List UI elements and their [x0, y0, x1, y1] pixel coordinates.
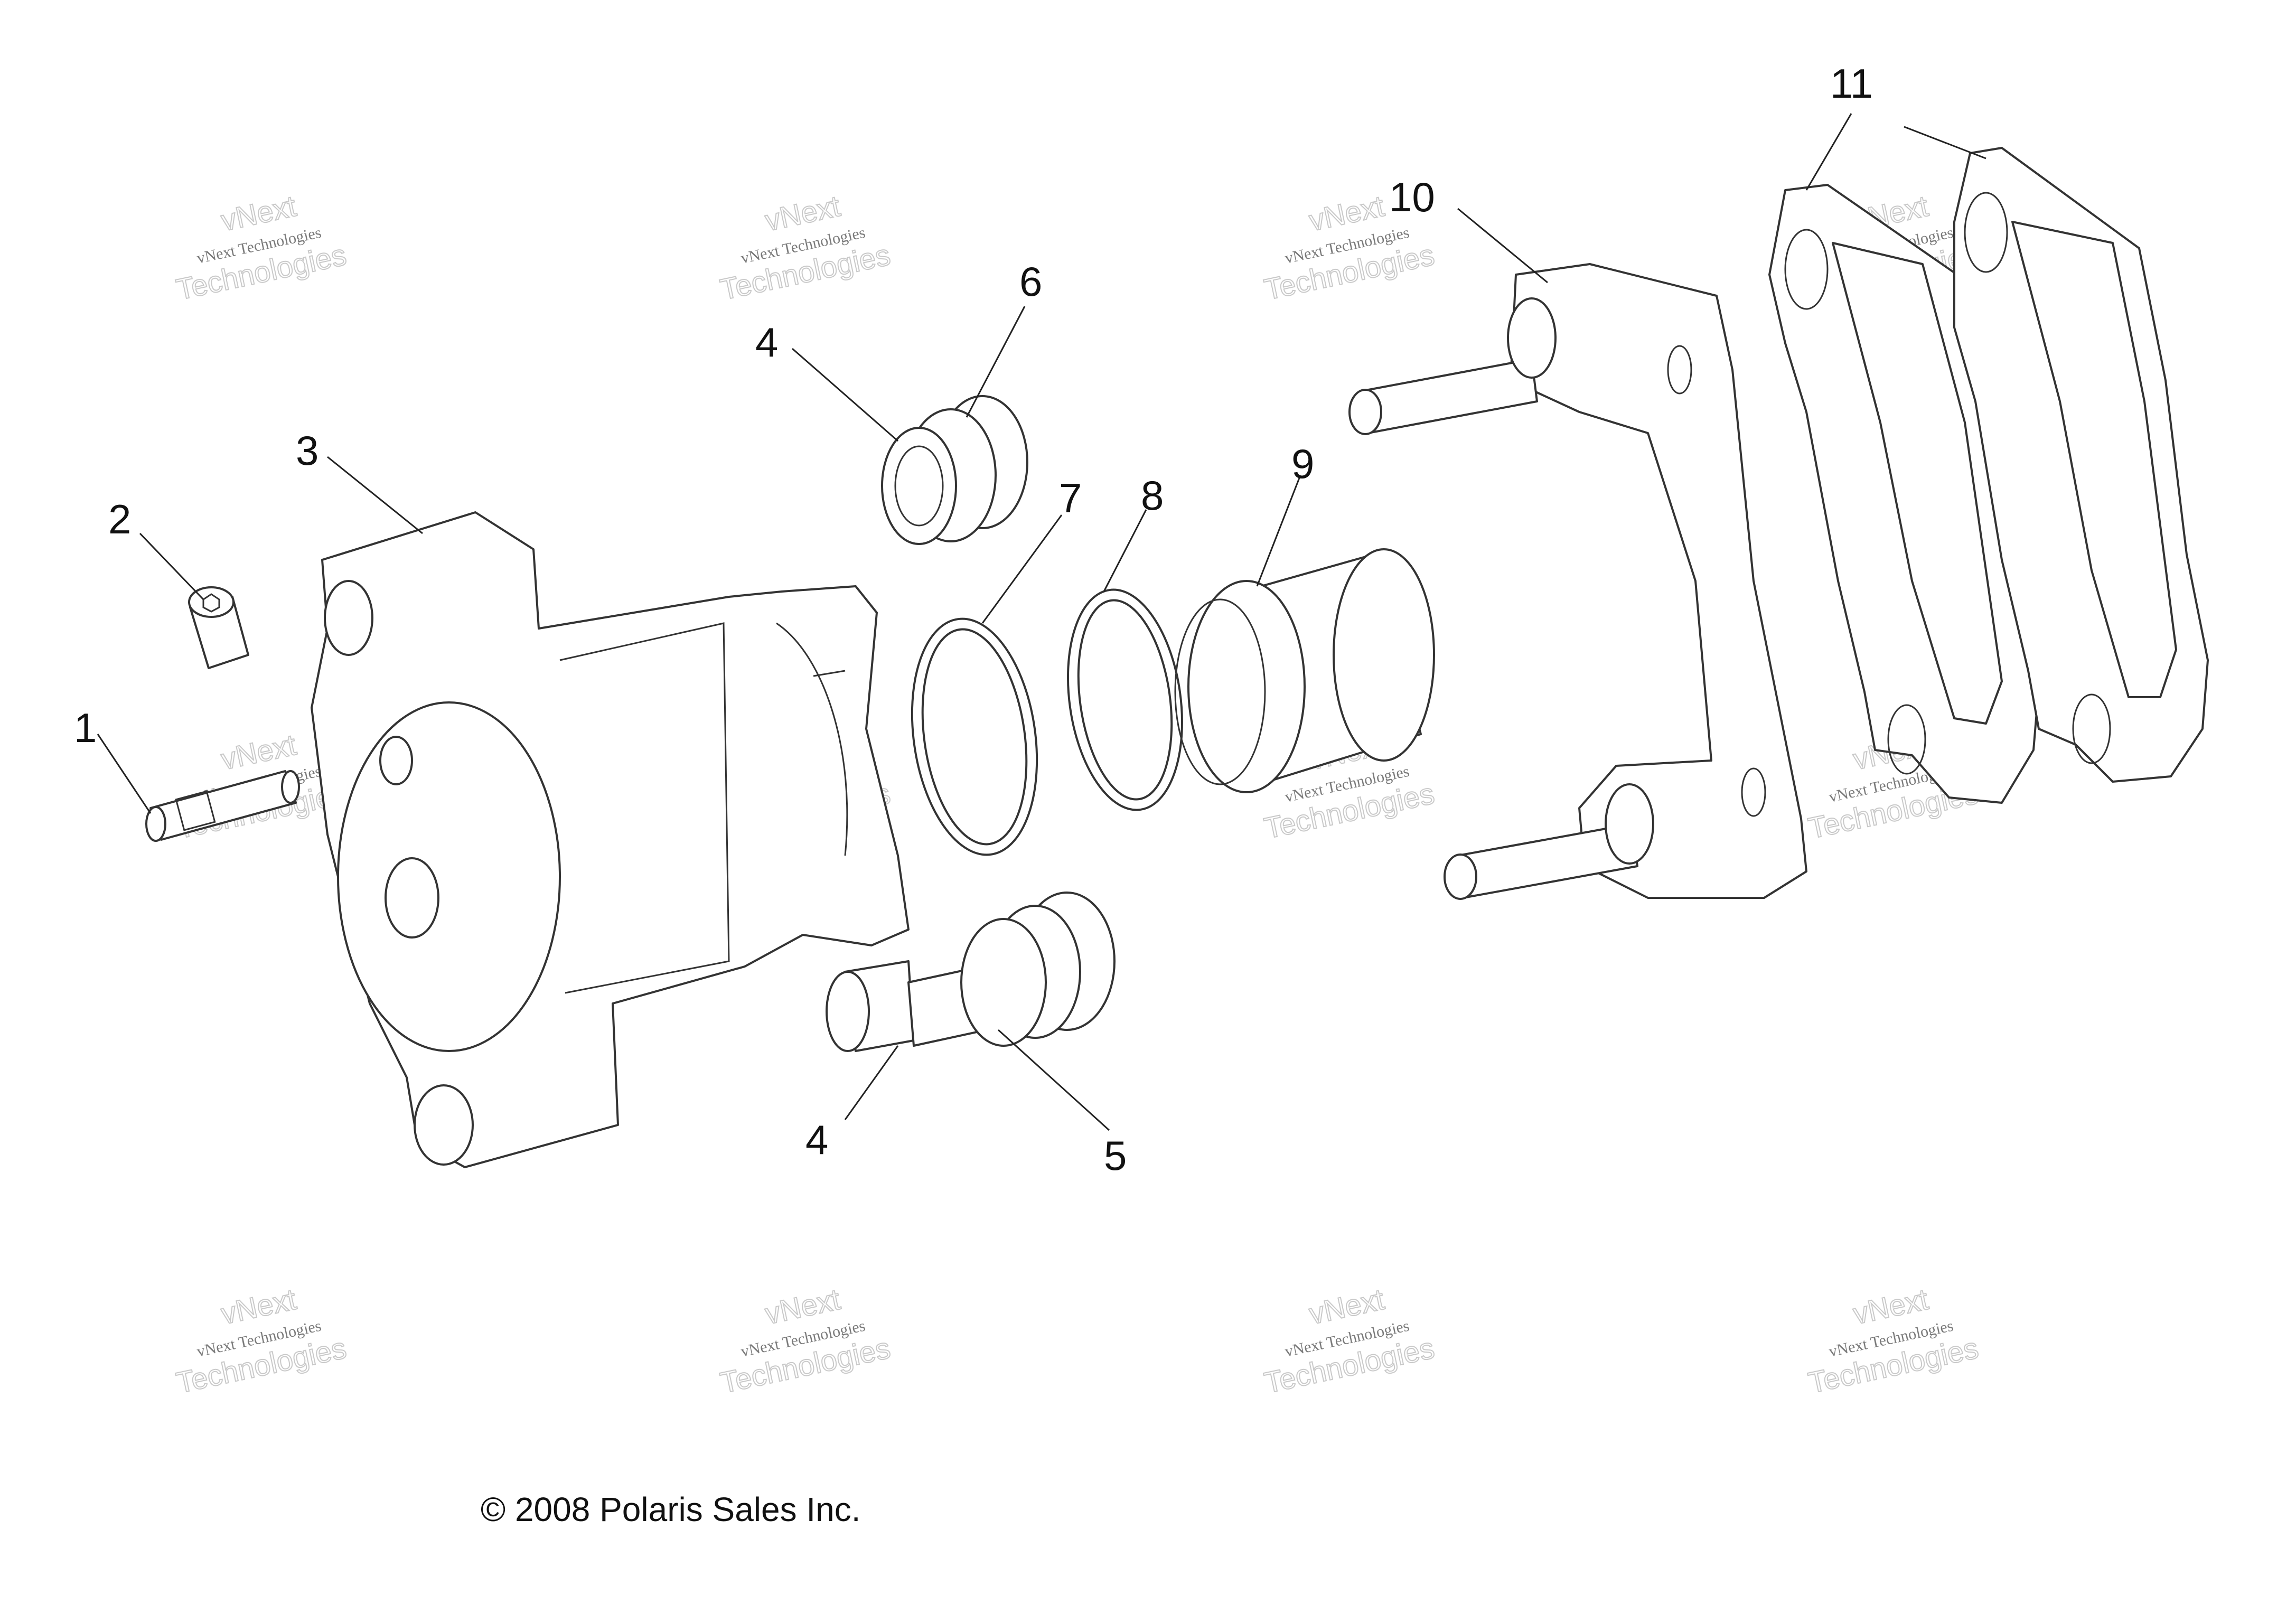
dust-seal-part — [1066, 588, 1184, 811]
bleeder-screw-part — [145, 770, 300, 842]
piston-part — [1174, 548, 1435, 793]
watermark-large-top: vNext — [1850, 1282, 1932, 1330]
watermark-large-top: vNext — [1306, 1282, 1388, 1330]
callout-3: 3 — [296, 427, 318, 474]
callout-2: 2 — [108, 496, 131, 542]
callout-4-upper: 4 — [755, 319, 778, 365]
watermark-large-top: vNext — [762, 189, 844, 237]
hex-nut-part — [188, 586, 249, 669]
watermark-large-top: vNext — [218, 1282, 299, 1330]
watermark-large-top: vNext — [218, 189, 299, 237]
callout-7: 7 — [1059, 475, 1082, 521]
caliper-bracket-part — [1348, 263, 1807, 900]
leader-lines — [97, 113, 1986, 1131]
callout-4-lower: 4 — [805, 1117, 828, 1163]
piston-seal-part — [911, 617, 1038, 856]
watermark-large-top: vNext — [762, 1282, 844, 1330]
callout-11: 11 — [1830, 60, 1873, 107]
callout-10: 10 — [1389, 174, 1435, 220]
caliper-body-part — [311, 511, 910, 1168]
callout-6: 6 — [1019, 258, 1042, 305]
callout-8: 8 — [1141, 472, 1164, 519]
callout-5: 5 — [1104, 1132, 1127, 1179]
callout-1: 1 — [74, 705, 97, 751]
callout-labels: 1 2 3 4 4 5 6 7 8 9 10 11 — [74, 60, 1873, 1179]
watermark-large-top: vNext — [1306, 189, 1388, 237]
watermark-large-top: vNext — [218, 728, 299, 776]
guide-pin-part — [826, 892, 1116, 1052]
callout-9: 9 — [1291, 440, 1314, 487]
brake-pad-part-rear — [1953, 147, 2209, 783]
copyright-notice: © 2008 Polaris Sales Inc. — [481, 1490, 861, 1528]
boot-part-upper — [881, 395, 1028, 545]
